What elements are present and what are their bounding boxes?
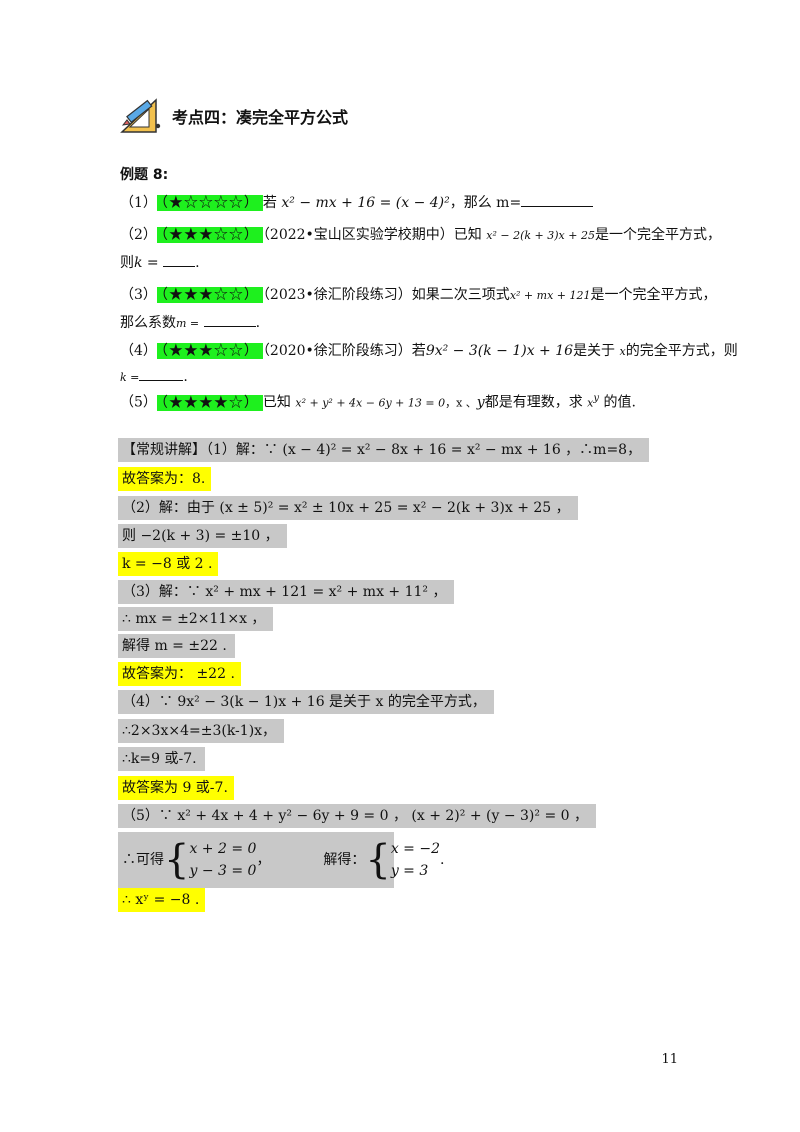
answer-blank — [163, 252, 196, 267]
difficulty-stars: （★★★☆☆） — [156, 343, 263, 359]
equation: y = 3 — [390, 863, 429, 879]
left-brace: { — [164, 837, 190, 883]
math-expression: x² + mx + 121 — [509, 289, 591, 302]
math-expression: m = — [176, 317, 200, 330]
problem-text: 的完全平方式，则 — [625, 343, 738, 359]
problem-text: 则 — [120, 255, 134, 271]
problem-text: （2022•宝山区实验学校期中）已知 — [262, 227, 482, 243]
section-title: 考点四：凑完全平方公式 — [172, 108, 349, 127]
difficulty-stars: （★☆☆☆☆） — [156, 195, 263, 211]
solution-line: 解得 m = ±22 . — [118, 634, 235, 658]
problem-number: （4） — [120, 343, 157, 359]
math-expression: k = — [120, 371, 140, 384]
equation: x = −2 — [390, 841, 440, 857]
problem-number: （3） — [120, 287, 157, 303]
problem-text: （2020•徐汇阶段练习）若 — [262, 343, 426, 359]
math-variable: y — [476, 394, 485, 411]
problem-text: . — [255, 315, 261, 331]
math-power-exponent: y — [593, 393, 600, 404]
math-expression: 9x² − 3(k − 1)x + 16 — [425, 343, 574, 359]
solution-text: ， — [256, 852, 271, 868]
problem-2: （2）（★★★☆☆）（2022•宝山区实验学校期中）已知 x² − 2(k + … — [120, 224, 721, 246]
problem-text: （2023•徐汇阶段练习）如果二次三项式 — [262, 287, 510, 303]
equation-system: x = −2 y = 3 — [391, 838, 440, 882]
answer-blank — [203, 312, 256, 327]
math-variable: x — [619, 345, 626, 358]
problem-text: 已知 — [262, 394, 291, 411]
solution-line: （3）解：∵ x² + mx + 121 = x² + mx + 11² ， — [118, 580, 455, 604]
page-number: 11 — [661, 1052, 678, 1067]
solution-line: （4）∵ 9x² − 3(k − 1)x + 16 是关于 x 的完全平方式， — [118, 690, 494, 714]
problem-1: （1）（★☆☆☆☆）若 x² − mx + 16 = (x − 4)²，那么 m… — [120, 192, 594, 214]
difficulty-stars: （★★★★☆） — [156, 394, 263, 411]
solution-text: 解得： — [323, 852, 366, 868]
problem-text: ，x 、 — [445, 396, 477, 410]
problem-text: 那么系数 — [120, 315, 176, 331]
problem-number: （1） — [120, 195, 157, 211]
problem-2-line2: 则k = . — [120, 252, 200, 274]
equation-system: x + 2 = 0 y − 3 = 0 — [189, 838, 256, 882]
problem-text: . — [195, 255, 200, 271]
problem-text: 是关于 — [573, 343, 616, 359]
equation: x + 2 = 0 — [189, 841, 257, 857]
left-brace: { — [365, 837, 391, 883]
solution-text: . — [439, 852, 445, 868]
example-label: 例题 8: — [120, 167, 169, 183]
problem-text: 若 — [262, 195, 277, 211]
problem-4-line2: k =. — [120, 366, 188, 388]
math-expression: x² − 2(k + 3)x + 25 — [486, 229, 595, 242]
answer-blank — [521, 192, 594, 207]
problem-text: 的值. — [603, 394, 636, 411]
answer-highlight: 故答案为 9 或-7. — [118, 776, 234, 800]
solution-line: ∴ mx = ±2×11×x ， — [118, 607, 274, 631]
problem-number: （2） — [120, 227, 157, 243]
problem-text: 是一个完全平方式， — [590, 287, 717, 303]
solution-line: 则 −2(k + 3) = ±10 ， — [118, 524, 287, 548]
solution-line: ∴2×3x×4=±3(k-1)x， — [118, 719, 285, 743]
solution-line: ∴k=9 或-7. — [118, 747, 205, 771]
solution-line: 【常规讲解】（1）解：∵ (x − 4)² = x² − 8x + 16 = x… — [118, 438, 650, 462]
difficulty-stars: （★★★☆☆） — [156, 227, 263, 243]
equation: y − 3 = 0 — [189, 863, 257, 879]
answer-highlight: 故答案为：8. — [118, 467, 212, 491]
problem-3-line2: 那么系数m = . — [120, 312, 260, 334]
problem-text: ，那么 m= — [449, 195, 522, 211]
problem-4: （4）（★★★☆☆）（2020•徐汇阶段练习）若9x² − 3(k − 1)x … — [120, 340, 738, 362]
answer-blank — [139, 366, 184, 381]
problem-5: （5）（★★★★☆）已知 x² + y² + 4x − 6y + 13 = 0，… — [120, 388, 636, 411]
difficulty-stars: （★★★☆☆） — [156, 287, 263, 303]
solution-line: （5）∵ x² + 4x + 4 + y² − 6y + 9 = 0 ， (x … — [118, 804, 596, 828]
problem-number: （5） — [120, 394, 157, 411]
problem-text: . — [183, 369, 188, 385]
solution-line: （2）解：由于 (x ± 5)² = x² ± 10x + 25 = x² − … — [118, 496, 578, 520]
problem-text: 都是有理数，求 — [484, 394, 583, 411]
math-expression: x² + y² + 4x − 6y + 13 = 0 — [295, 396, 446, 410]
answer-highlight: k = −8 或 2 . — [118, 552, 219, 576]
solution-text: ∴可得 — [122, 852, 164, 868]
answer-highlight: 故答案为： ±22 . — [118, 662, 241, 686]
problem-text: 是一个完全平方式， — [594, 227, 721, 243]
section-header: 考点四：凑完全平方公式 — [120, 96, 348, 136]
math-expression: k = — [134, 255, 159, 271]
math-expression: x² − mx + 16 = (x − 4)² — [281, 195, 450, 211]
problem-3: （3）（★★★☆☆）（2023•徐汇阶段练习）如果二次三项式x² + mx + … — [120, 284, 716, 306]
math-power-base: x — [587, 396, 594, 410]
ruler-pencil-icon — [120, 98, 161, 133]
answer-highlight: ∴ xʸ = −8 . — [118, 888, 206, 912]
